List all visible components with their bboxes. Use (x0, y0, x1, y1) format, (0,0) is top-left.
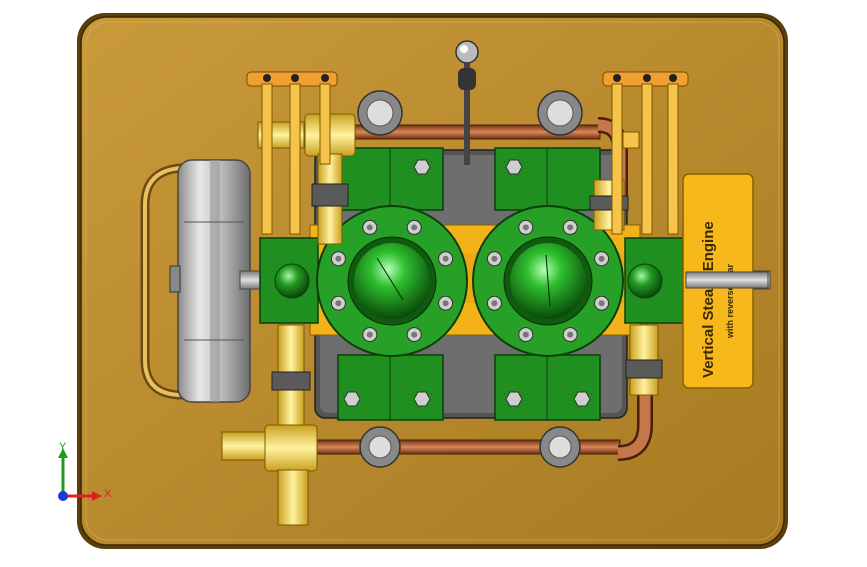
reverse-linkage-right[interactable] (602, 71, 689, 235)
bearing-blocks-bottom[interactable] (337, 354, 601, 421)
bearing-blocks-top[interactable] (337, 147, 601, 211)
flange-bolt-center (335, 255, 342, 262)
flywheel-guard[interactable] (140, 163, 183, 400)
flange-bolt-center (442, 255, 449, 262)
brass-fitting-bottom-left[interactable] (221, 324, 318, 526)
flange-bolt-center (366, 224, 373, 231)
bottom-bolt-left[interactable] (359, 426, 401, 468)
flywheel[interactable] (169, 159, 251, 403)
output-shaft[interactable] (685, 271, 769, 289)
brass-fitting-bottom-right[interactable] (625, 324, 663, 396)
flange-bolt-center (335, 300, 342, 307)
coordinate-triad: Y X (48, 440, 118, 510)
cylinder-bolts (330, 219, 610, 343)
flange-bolt-center (491, 255, 498, 262)
flange-bolt-center (366, 331, 373, 338)
flange-bolt-center (442, 300, 449, 307)
bottom-bolt-right[interactable] (539, 426, 581, 468)
flange-bolt-center (567, 331, 574, 338)
name-plate-subtitle: with reverse gear (725, 263, 735, 339)
top-bolt-left[interactable] (357, 90, 403, 136)
flange-bolt-center (598, 300, 605, 307)
flange-bolt-center (567, 224, 574, 231)
cylinder-right[interactable] (472, 205, 624, 357)
valve-chest-left[interactable] (259, 237, 319, 324)
flange-bolt-center (522, 224, 529, 231)
frame-nuts (343, 159, 591, 407)
reverse-lever[interactable] (455, 40, 479, 165)
z-axis-dot (58, 491, 68, 501)
triad-axes (58, 448, 102, 501)
name-plate-title: Vertical Steam Engine (700, 221, 717, 378)
flange-bolt-center (411, 331, 418, 338)
top-bolt-right[interactable] (537, 90, 583, 136)
flange-bolt-center (411, 224, 418, 231)
flange-bolt-center (522, 331, 529, 338)
reverse-linkage-left[interactable] (246, 71, 338, 235)
valve-chest-right[interactable] (624, 237, 684, 324)
flange-bolt-center (491, 300, 498, 307)
cylinder-left[interactable] (316, 205, 468, 357)
flange-bolt-center (598, 255, 605, 262)
x-axis-label: X (104, 488, 112, 500)
y-axis-label: Y (59, 441, 67, 453)
